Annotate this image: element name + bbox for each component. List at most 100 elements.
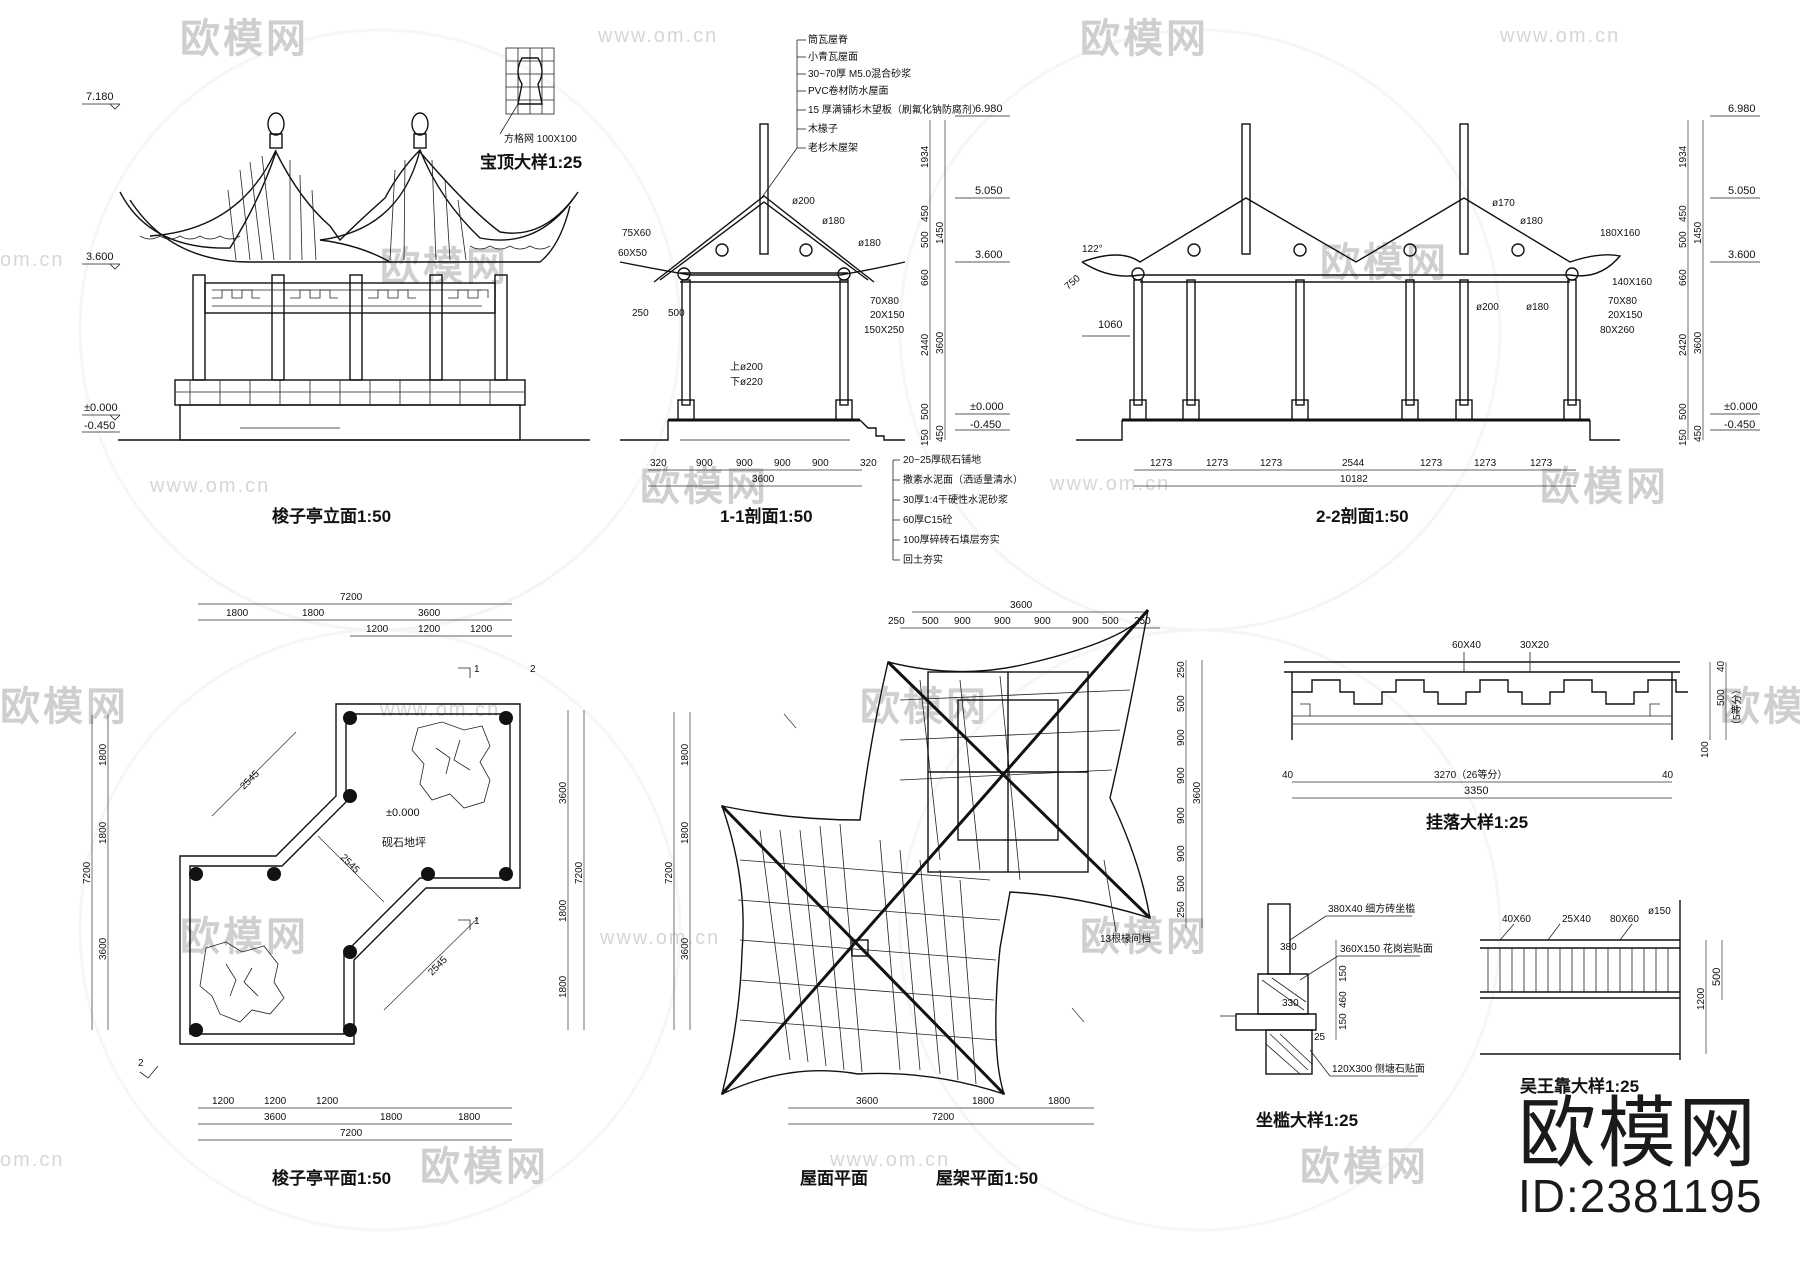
svg-text:500: 500 (920, 231, 931, 248)
svg-text:900: 900 (1072, 616, 1089, 627)
svg-text:900: 900 (736, 458, 753, 469)
svg-text:1200: 1200 (212, 1096, 235, 1107)
svg-text:380: 380 (1280, 942, 1297, 953)
svg-text:3600: 3600 (558, 781, 569, 804)
svg-text:ø200: ø200 (1476, 302, 1499, 313)
svg-text:3600: 3600 (98, 937, 109, 960)
roof-layer: PVC卷材防水屋面 (808, 84, 889, 97)
svg-text:3270（26等分）: 3270（26等分） (1434, 768, 1507, 781)
svg-text:3600: 3600 (680, 937, 691, 960)
roof-layer: 木椽子 (808, 122, 838, 135)
member-label: 60X50 (618, 248, 647, 259)
member-label: 70X80 (870, 296, 899, 307)
member-label: ø180 (822, 216, 845, 227)
watermark-logo: 欧模网 (1540, 465, 1669, 509)
section-1-drawing: 筒瓦屋脊 小青瓦屋面 30~70厚 M5.0混合砂浆 PVC卷材防水屋面 15 … (618, 33, 1023, 566)
svg-text:180X160: 180X160 (1600, 228, 1640, 239)
svg-text:3350: 3350 (1464, 785, 1488, 797)
svg-text:450: 450 (920, 205, 931, 222)
svg-text:900: 900 (1176, 845, 1187, 862)
roof-frame-title: 屋架平面1:50 (936, 1168, 1038, 1188)
member-label: 上ø200 (730, 361, 763, 373)
svg-text:3600: 3600 (935, 331, 946, 354)
svg-text:1200: 1200 (418, 624, 441, 635)
svg-text:450: 450 (1693, 425, 1704, 442)
svg-text:1273: 1273 (1206, 458, 1229, 469)
svg-text:3600: 3600 (752, 474, 775, 485)
svg-text:1800: 1800 (558, 899, 569, 922)
svg-text:40: 40 (1662, 770, 1674, 781)
level-label: -0.450 (84, 420, 115, 432)
elevation-drawing: 7.180 3.600 ±0.000 -0.450 (82, 47, 590, 526)
svg-text:450: 450 (1678, 205, 1689, 222)
svg-text:40: 40 (1716, 660, 1727, 672)
svg-text:500: 500 (1716, 689, 1727, 706)
svg-text:-0.450: -0.450 (1724, 419, 1755, 431)
roof-plan-drawing: 3600 250 500 900 900 900 900 500 250 360… (664, 600, 1203, 1188)
roof-plan-title: 屋面平面 (800, 1169, 868, 1188)
watermark-logo: 欧模网 (1320, 241, 1449, 285)
watermark-url: www.om.cn (379, 699, 500, 721)
lattice-detail-drawing: 60X40 30X20 3270（26等分） 3350 40 40 500 40… (1282, 640, 1743, 832)
svg-text:900: 900 (954, 616, 971, 627)
watermark-logo: 欧模网 (1080, 17, 1209, 61)
svg-text:1800: 1800 (458, 1112, 481, 1123)
svg-text:330: 330 (1282, 998, 1299, 1009)
member-label: ø180 (858, 238, 881, 249)
roof-layer: 老杉木屋架 (808, 141, 858, 154)
svg-text:±0.000: ±0.000 (970, 401, 1004, 413)
svg-text:6.980: 6.980 (975, 103, 1003, 115)
svg-text:500: 500 (1678, 231, 1689, 248)
svg-text:1200: 1200 (1696, 987, 1707, 1010)
svg-text:2544: 2544 (1342, 458, 1365, 469)
svg-text:900: 900 (994, 616, 1011, 627)
svg-text:3600: 3600 (1010, 600, 1033, 611)
svg-text:80X60: 80X60 (1610, 914, 1639, 925)
svg-text:1450: 1450 (935, 221, 946, 244)
sill-detail-drawing: 380 150 460 330 150 25 380X40 细方砖坐槛 360X… (1220, 902, 1433, 1130)
svg-text:ø170: ø170 (1492, 198, 1515, 209)
floor-layer: 撒素水泥面（洒适量清水） (903, 473, 1023, 486)
watermark-url: www.om.cn (599, 927, 720, 949)
svg-text:1273: 1273 (1260, 458, 1283, 469)
svg-text:2420: 2420 (1678, 333, 1689, 356)
svg-text:±0.000: ±0.000 (386, 807, 420, 819)
svg-text:320: 320 (650, 458, 667, 469)
bench-title: 吴王靠大样1:25 (1520, 1076, 1639, 1096)
floor-layer: 20~25厚砚石铺地 (903, 453, 981, 466)
svg-text:7200: 7200 (82, 861, 93, 884)
member-label: 下ø220 (730, 377, 763, 388)
watermark-url: www.om.cn (597, 25, 718, 47)
member-label: 20X150 (870, 310, 905, 321)
level-label: 7.180 (86, 91, 114, 103)
section-1-title: 1-1剖面1:50 (720, 506, 813, 526)
watermark-url: www.om.cn (1049, 473, 1170, 495)
roof-layer: 15 厚满铺杉木望板（刷氟化钠防腐剂） (808, 103, 982, 116)
svg-text:25: 25 (1314, 1032, 1326, 1043)
svg-text:ø150: ø150 (1648, 906, 1671, 917)
floor-layer: 60厚C15砼 (903, 513, 952, 526)
svg-text:150: 150 (1338, 1013, 1349, 1030)
finial-title: 宝顶大样1:25 (480, 152, 582, 172)
svg-text:5.050: 5.050 (1728, 185, 1756, 197)
svg-text:500: 500 (920, 403, 931, 420)
svg-text:250: 250 (1176, 901, 1187, 918)
watermark-logo: 欧模网 (640, 465, 769, 509)
watermark-url: www.om.cn (829, 1149, 950, 1171)
svg-text:100: 100 (1700, 741, 1711, 758)
svg-text:900: 900 (1176, 729, 1187, 746)
svg-text:3.600: 3.600 (1728, 249, 1756, 261)
watermark-url: www.om.cn (149, 475, 270, 497)
svg-text:（5等分）: （5等分） (1730, 684, 1743, 730)
svg-text:2: 2 (530, 664, 536, 675)
member-label: ø200 (792, 196, 815, 207)
svg-text:660: 660 (920, 269, 931, 286)
svg-text:ø180: ø180 (1520, 216, 1543, 227)
svg-text:1800: 1800 (98, 743, 109, 766)
watermark-logo: 欧模网 (180, 17, 309, 61)
svg-text:1934: 1934 (920, 145, 931, 168)
svg-text:3600: 3600 (856, 1096, 879, 1107)
watermark-logo: 欧模网 (1720, 685, 1800, 729)
lattice-title: 挂落大样1:25 (1426, 812, 1528, 832)
sill-title: 坐槛大样1:25 (1256, 1110, 1358, 1130)
